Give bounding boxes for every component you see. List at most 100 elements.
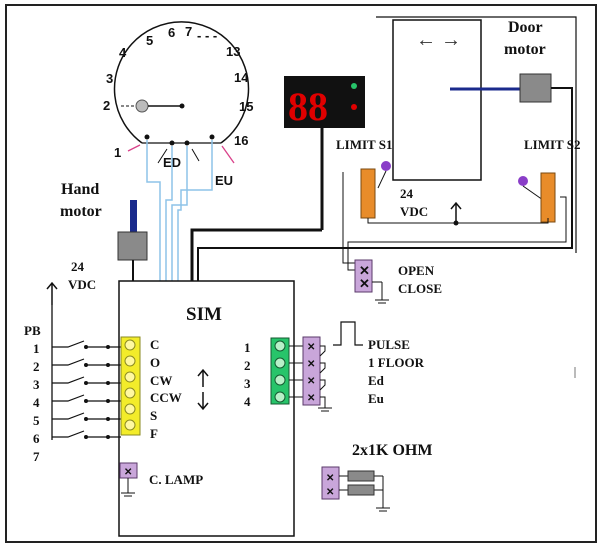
output-pulse: PULSE <box>368 337 410 352</box>
cabin-lamp: ✕ C. LAMP <box>119 462 203 497</box>
pb-num-7: 7 <box>33 449 40 464</box>
door-assembly: ← → Door motor <box>197 16 577 287</box>
pink-mark-left <box>127 144 141 152</box>
svg-text:✕: ✕ <box>124 467 132 478</box>
dial-num-7: 7 <box>185 24 192 39</box>
ed-bracket <box>157 148 200 164</box>
supply-24vdc: 24 VDC <box>46 259 96 440</box>
limit-s1-lever <box>377 170 387 189</box>
hand-motor-shaft <box>130 200 137 233</box>
limit-s1-switch-icon <box>360 168 376 219</box>
input-cw: CW <box>150 373 172 388</box>
output-connector-icon <box>302 336 321 406</box>
dial-num-14: 14 <box>234 70 249 85</box>
open-close-x1: ✕ <box>359 263 370 278</box>
cw-arrow-up-icon <box>197 368 209 387</box>
output-num-3: 3 <box>244 376 251 391</box>
input-s: S <box>150 408 157 423</box>
open-close-connector: ✕ ✕ OPEN CLOSE <box>354 259 442 304</box>
sim-board <box>118 280 295 537</box>
limit-s2-label: LIMIT S2 <box>524 137 580 152</box>
resistor-label: 2x1K OHM <box>352 442 432 459</box>
open-close-x2: ✕ <box>359 276 370 291</box>
output-ed: Ed <box>368 373 385 388</box>
door-motor-label-1: Door <box>508 19 543 36</box>
dial-arc <box>113 21 250 144</box>
pink-mark-right <box>221 145 235 164</box>
limit-voltage-1: 24 <box>400 186 414 201</box>
limit-s2-lever <box>522 185 544 201</box>
output-num-2: 2 <box>244 358 251 373</box>
hand-motor-label-1: Hand <box>61 181 99 198</box>
dial-pivot-icon <box>135 99 149 113</box>
open-close-ground-icon <box>375 299 389 304</box>
output-num-1: 1 <box>244 340 251 355</box>
output-num-4: 4 <box>244 394 251 409</box>
pb-title: PB <box>24 323 41 338</box>
output-1-floor: 1 FLOOR <box>368 355 425 370</box>
dial-pointer-tip <box>179 103 185 109</box>
svg-text:✕: ✕ <box>307 359 315 370</box>
input-f: F <box>150 426 158 441</box>
input-terminal-block: C O CW CCW S F <box>120 336 209 441</box>
resistor-2-icon <box>347 484 375 496</box>
dial-num-1: 1 <box>114 145 121 160</box>
svg-text:✕: ✕ <box>326 487 334 498</box>
lamp-label: C. LAMP <box>149 472 203 487</box>
limit-common-node <box>453 220 459 226</box>
limit-switches: LIMIT S1 LIMIT S2 24 VDC <box>190 137 580 287</box>
push-buttons: PB 1 2 3 4 5 6 7 <box>24 323 121 464</box>
output-terminal-strip <box>270 337 290 405</box>
dial-num-15: 15 <box>239 99 253 114</box>
limit-s1-label: LIMIT S1 <box>336 137 392 152</box>
contact-16 <box>209 134 215 140</box>
limit-s1-wire <box>342 172 358 264</box>
svg-text:✕: ✕ <box>307 376 315 387</box>
limit-s1-cam-icon <box>381 161 391 171</box>
open-label: OPEN <box>398 263 435 278</box>
hand-motor-label-2: motor <box>60 203 102 220</box>
supply-label-1: 24 <box>71 259 85 274</box>
contact-1 <box>144 134 150 140</box>
input-ccw: CCW <box>150 390 182 405</box>
hand-motor-icon <box>117 231 148 261</box>
limit-s2-wire <box>347 196 567 271</box>
svg-text:✕: ✕ <box>307 342 315 353</box>
door-motor-icon <box>519 73 552 103</box>
outer-frame <box>5 4 597 543</box>
hand-motor: Hand motor <box>60 181 148 287</box>
limit-s2-cam-icon <box>518 176 528 186</box>
open-close-terminal-icon <box>354 259 373 293</box>
svg-text:✕: ✕ <box>307 393 315 404</box>
dial-blue-wires <box>146 140 213 287</box>
display-to-sim-cable <box>190 228 322 287</box>
pb-num-5: 5 <box>33 413 40 428</box>
door-motor-cable <box>197 87 573 287</box>
dial-label-eu: EU <box>215 173 233 188</box>
pb-num-2: 2 <box>33 359 40 374</box>
resistor-connector-icon <box>321 466 340 500</box>
resistor-1-icon <box>347 470 375 482</box>
close-label: CLOSE <box>398 281 442 296</box>
ccw-arrow-down-icon <box>197 392 209 411</box>
dial-num-3: 3 <box>106 71 113 86</box>
svg-text:✕: ✕ <box>326 473 334 484</box>
display-led-red-icon <box>351 104 357 110</box>
output-terminal-block: 1 2 3 4 ✕ ✕ ✕ ✕ PULSE 1 FLOOR Ed Eu <box>244 321 425 412</box>
pb-num-6: 6 <box>33 431 40 446</box>
dial-num-6: 6 <box>168 25 175 40</box>
limit-voltage-2: VDC <box>400 204 428 219</box>
output-eu: Eu <box>368 391 384 406</box>
contact-ed-b <box>184 140 190 146</box>
resistor-ground-icon <box>376 507 390 512</box>
door-arrows-icon: ← → <box>416 29 461 51</box>
supply-label-2: VDC <box>68 277 96 292</box>
limit-s2-switch-icon <box>540 172 556 223</box>
dial-num-2: 2 <box>103 98 110 113</box>
door-motor-label-2: motor <box>504 41 546 58</box>
door-panel <box>392 19 482 181</box>
limit-supply-arrow-icon <box>450 201 462 222</box>
seven-segment-display: 88 <box>284 76 365 230</box>
display-digits: 88 <box>288 84 328 129</box>
